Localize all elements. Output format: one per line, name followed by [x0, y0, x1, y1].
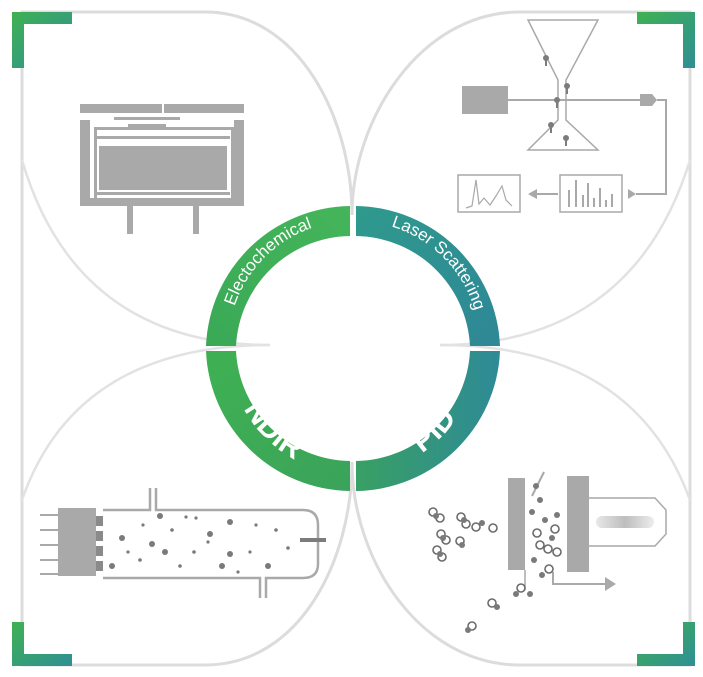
pid-sensor-icon: [428, 471, 667, 633]
laser-scattering-sensor-icon: [457, 19, 667, 213]
corner-bracket-top-left: [12, 12, 72, 68]
ndir-sensor-icon: [40, 488, 326, 598]
corner-bracket-bottom-left: [12, 622, 72, 666]
corner-brackets: [12, 12, 695, 666]
ring-segment-electrochemical: [206, 206, 350, 346]
ring-segment-ndir: [206, 351, 350, 491]
corner-bracket-top-right: [637, 12, 695, 68]
ring-segment-pid: [356, 351, 500, 491]
ring-segment-laser-scattering: [356, 206, 500, 346]
electrochemical-sensor-icon: [80, 104, 244, 234]
corner-bracket-bottom-right: [637, 622, 695, 666]
technology-ring: Electochemical Laser Scattering NDIR PID: [206, 206, 500, 491]
label-electrochemical: Electochemical: [220, 214, 313, 308]
